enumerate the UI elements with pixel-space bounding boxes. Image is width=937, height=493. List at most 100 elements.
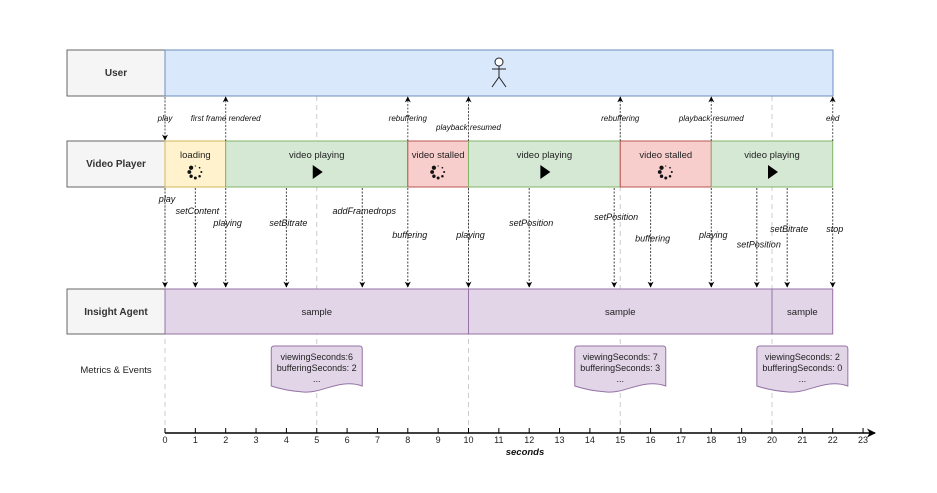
- user-event: end: [826, 96, 840, 141]
- event-label: play: [157, 114, 174, 123]
- spinner-dot: [664, 176, 668, 180]
- spinner-dot: [430, 170, 435, 174]
- x-axis-tick-label: 5: [314, 435, 319, 445]
- x-axis-tick-label: 2: [223, 435, 228, 445]
- x-axis-tick-label: 8: [405, 435, 410, 445]
- x-axis-tick-label: 0: [162, 435, 167, 445]
- call-label: setPosition: [509, 218, 553, 228]
- player-segment-stalled: video stalled: [407, 140, 469, 188]
- call-label: setPosition: [737, 240, 781, 250]
- metric-line: ...: [313, 374, 321, 384]
- agent-call: setPosition: [509, 188, 553, 288]
- play-icon: [312, 165, 323, 179]
- sample-label: sample: [301, 307, 332, 318]
- agent-call: setContent: [176, 188, 220, 288]
- x-axis-tick-label: 19: [737, 435, 747, 445]
- call-label: buffering: [392, 230, 427, 240]
- sample-box: [468, 288, 773, 335]
- player-segment-playing: video playing: [225, 140, 409, 188]
- spinner-dot: [200, 170, 203, 174]
- user-event: playback resumed: [678, 96, 744, 141]
- spinner-icon: [187, 165, 203, 180]
- row-label-user: User: [66, 49, 166, 97]
- metric-line: bufferingSeconds: 0: [762, 363, 842, 373]
- segment-box: [225, 140, 409, 188]
- spinner-dot: [198, 174, 201, 178]
- metric-line: ...: [616, 374, 624, 384]
- x-axis-tick-label: 15: [615, 435, 625, 445]
- x-axis-tick-label: 7: [375, 435, 380, 445]
- segment-label: video playing: [517, 150, 572, 161]
- user-event: rebuffering: [601, 96, 640, 141]
- agent-call: play: [158, 188, 176, 288]
- agent-call: setPosition: [594, 188, 638, 288]
- x-axis-tick-label: 10: [463, 435, 473, 445]
- agent-call: buffering: [392, 188, 427, 288]
- spinner-dot: [188, 165, 194, 170]
- agent-call: setBitrate: [770, 188, 808, 288]
- call-label: playing: [212, 218, 242, 228]
- user-actor-icon: [491, 57, 507, 88]
- spinner-dot: [443, 170, 446, 174]
- user-event: first frame rendered: [191, 96, 261, 141]
- x-axis-tick-label: 17: [676, 435, 686, 445]
- agent-call: addFramedrops: [333, 188, 397, 288]
- spinner-dot: [189, 174, 193, 178]
- row-label-agent: Insight Agent: [66, 288, 166, 335]
- x-axis-tick-label: 14: [585, 435, 595, 445]
- player-segment-playing: video playing: [468, 140, 621, 188]
- call-label: play: [158, 194, 176, 204]
- x-axis-tick-label: 22: [828, 435, 838, 445]
- event-label: rebuffering: [601, 114, 640, 123]
- call-label: setBitrate: [269, 218, 307, 228]
- agent-call: setPosition: [737, 188, 781, 288]
- metric-line: viewingSeconds: 7: [583, 352, 658, 362]
- spinner-icon: [657, 165, 673, 180]
- call-label: addFramedrops: [333, 206, 397, 216]
- segment-box: [164, 140, 227, 188]
- spinner-dot: [659, 165, 664, 170]
- agent-call: setBitrate: [269, 188, 307, 288]
- player-segment-playing: video playing: [710, 140, 834, 188]
- agent-call: playing: [698, 188, 728, 288]
- x-axis-tick-label: 9: [436, 435, 441, 445]
- segment-label: video stalled: [639, 150, 692, 161]
- spinner-dot: [193, 176, 197, 180]
- spinner-dot: [670, 170, 673, 174]
- agent-call: buffering: [635, 188, 670, 288]
- event-label: first frame rendered: [191, 114, 261, 123]
- x-axis-tick-label: 23: [858, 435, 868, 445]
- row-label-player: Video Player: [66, 140, 166, 188]
- row-label-user-text: User: [105, 68, 127, 79]
- sample-label: sample: [787, 307, 818, 318]
- segment-label: video stalled: [412, 150, 465, 161]
- spinner-dot: [659, 174, 664, 178]
- spinner-dot: [431, 165, 437, 170]
- spinner-dot: [665, 165, 667, 167]
- x-axis-tick-label: 3: [254, 435, 259, 445]
- segment-label: video playing: [289, 150, 344, 161]
- agent-call: stop: [826, 188, 843, 288]
- row-label-agent-text: Insight Agent: [84, 307, 148, 318]
- spinner-dot: [436, 176, 440, 180]
- row-label-metrics: Metrics & Events: [80, 365, 152, 376]
- call-label: buffering: [635, 234, 670, 244]
- play-icon: [540, 165, 551, 179]
- user-event: play: [157, 97, 174, 141]
- segment-box: [468, 140, 621, 188]
- spinner-dot: [187, 170, 192, 174]
- x-axis-tick-label: 4: [284, 435, 289, 445]
- segment-box: [407, 140, 469, 188]
- call-label: setBitrate: [770, 224, 808, 234]
- agent-sample: sample: [164, 288, 469, 335]
- call-label: playing: [455, 230, 485, 240]
- spinner-dot: [657, 170, 662, 174]
- x-axis-tick-label: 1: [193, 435, 198, 445]
- row-label-player-text: Video Player: [86, 159, 146, 170]
- spinner-dot: [194, 165, 196, 167]
- user-event: playback resumed: [435, 96, 502, 141]
- user-event: rebuffering: [389, 96, 427, 141]
- metric-line: viewingSeconds: 2: [765, 352, 840, 362]
